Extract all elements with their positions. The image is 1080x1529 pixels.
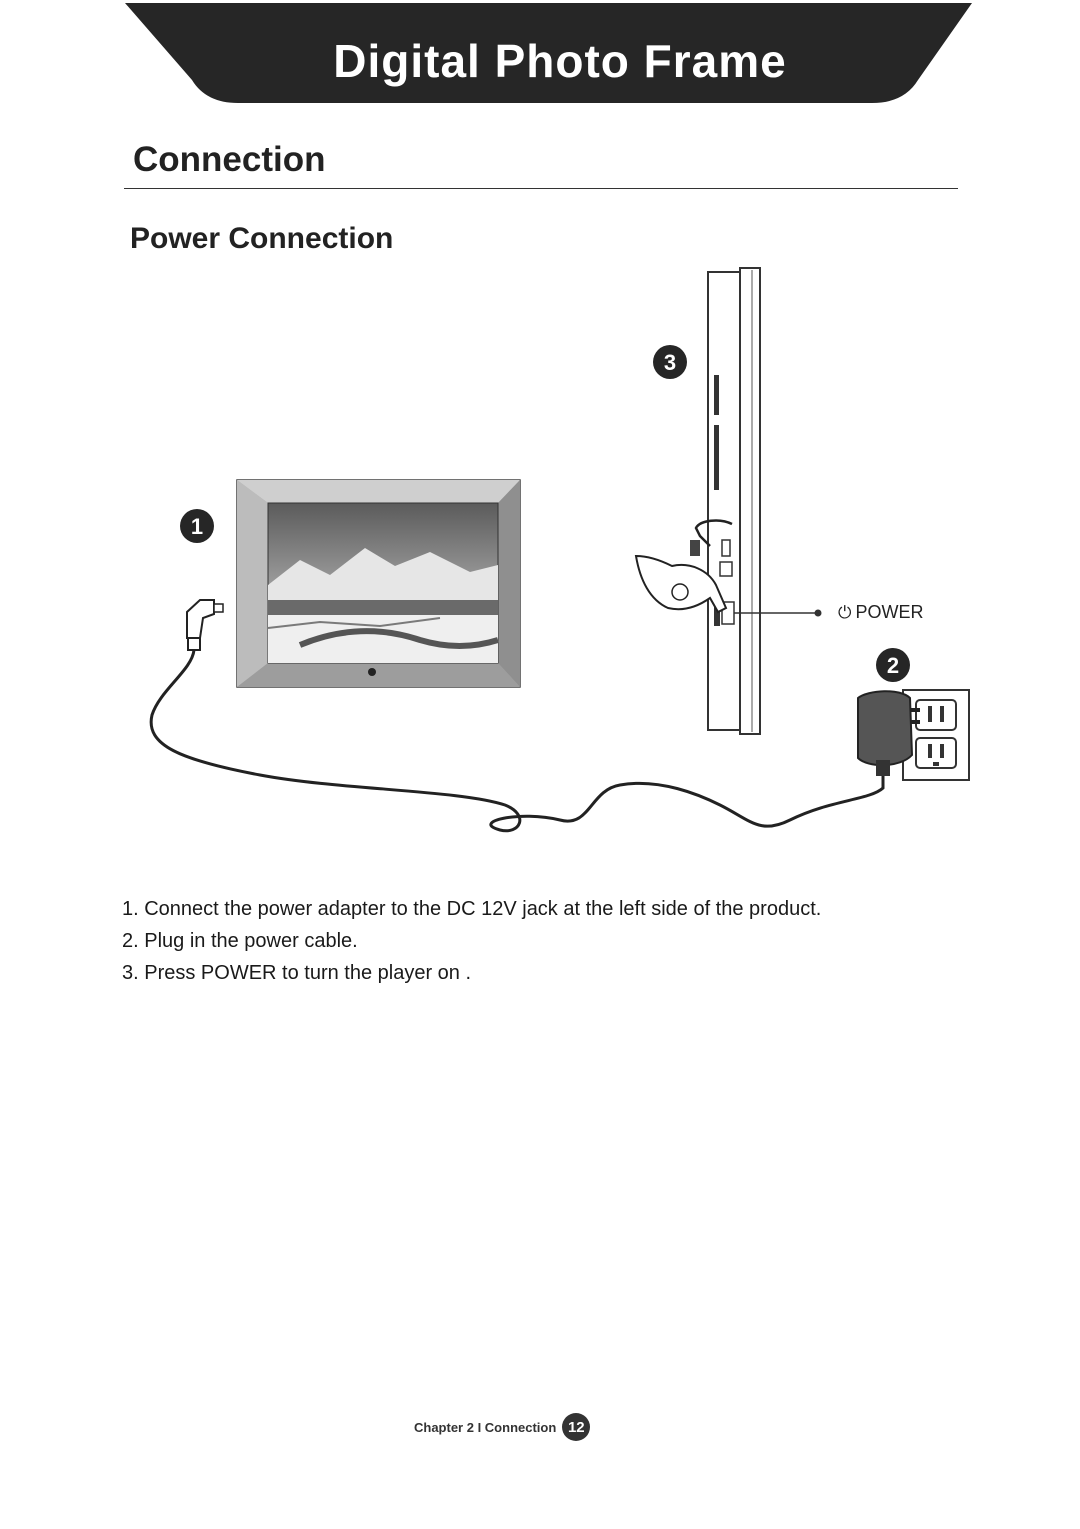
hand-pressing-button-icon [634, 554, 728, 614]
wall-outlet [902, 689, 970, 781]
svg-text:2: 2 [887, 653, 899, 678]
chapter-label: Chapter 2 I Connection [414, 1419, 557, 1435]
power-adapter [857, 690, 920, 776]
dc-plug-connector [186, 599, 224, 651]
step-item: 2. Plug in the power cable. [122, 930, 358, 952]
power-connection-diagram: 1 2 3 [149, 267, 970, 833]
svg-text:3: 3 [664, 350, 676, 375]
page-title: Digital Photo Frame [333, 35, 787, 87]
svg-text:1: 1 [191, 514, 203, 539]
section-title: Connection [133, 140, 326, 179]
instruction-steps: 1. Connect the power adapter to the DC 1… [122, 893, 821, 989]
page-number-badge: 12 [562, 1413, 591, 1441]
callout-badge-3: 3 [653, 345, 687, 379]
callout-badge-1: 1 [180, 509, 214, 543]
power-button-label: ⏻POWER [838, 602, 923, 623]
power-label-text: POWER [855, 602, 924, 622]
photo-frame-front [236, 479, 521, 688]
step-item: 3. Press POWER to turn the player on . [122, 962, 472, 984]
header-banner [125, 3, 972, 103]
section-divider [124, 188, 958, 189]
subsection-title: Power Connection [130, 222, 394, 255]
step-item: 1. Connect the power adapter to the DC 1… [122, 898, 822, 920]
photo-frame-side-view [690, 267, 761, 735]
callout-badge-2: 2 [876, 648, 910, 682]
page-footer: Chapter 2 I Connection 12 [414, 1412, 591, 1442]
power-cable [149, 649, 885, 833]
power-icon: ⏻ [838, 603, 852, 622]
